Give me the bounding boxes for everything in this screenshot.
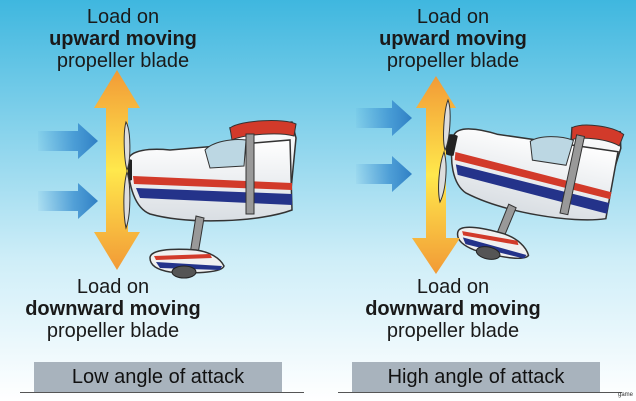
wind-arrow-icon bbox=[38, 123, 98, 159]
panel-low-angle bbox=[38, 70, 297, 279]
propeller-icon bbox=[438, 98, 451, 204]
label-line: propeller blade bbox=[386, 320, 520, 342]
label-line: Load on bbox=[86, 6, 160, 28]
wind-arrow-icon bbox=[38, 183, 98, 219]
label-line: Load on bbox=[416, 6, 490, 28]
airplane-illustration bbox=[112, 120, 297, 279]
propeller-icon bbox=[123, 120, 131, 230]
panel-high-angle bbox=[356, 76, 625, 274]
label-line-bold: upward moving bbox=[379, 28, 527, 50]
wind-arrow-icon bbox=[356, 100, 412, 136]
label-line: Load on bbox=[416, 276, 490, 298]
label-line: propeller blade bbox=[56, 50, 190, 72]
load-arrow-icon bbox=[412, 76, 460, 274]
label-line: propeller blade bbox=[46, 320, 180, 342]
label-line: propeller blade bbox=[386, 50, 520, 72]
bottom-label-right: Load on downward moving propeller blade bbox=[348, 276, 558, 342]
bottom-label-left: Load on downward moving propeller blade bbox=[8, 276, 218, 342]
load-arrow-icon bbox=[94, 70, 140, 270]
label-line-bold: downward moving bbox=[365, 298, 541, 320]
caption-underline bbox=[20, 392, 304, 393]
caption-underline bbox=[338, 392, 622, 393]
caption-low-angle: Low angle of attack bbox=[34, 362, 282, 392]
caption-high-angle: High angle of attack bbox=[352, 362, 600, 392]
top-label-right: Load on upward moving propeller blade bbox=[348, 6, 558, 72]
credit-text: game bbox=[617, 392, 633, 398]
label-line-bold: downward moving bbox=[25, 298, 201, 320]
top-label-left: Load on upward moving propeller blade bbox=[18, 6, 228, 72]
label-line: Load on bbox=[76, 276, 150, 298]
airplane-illustration bbox=[436, 124, 625, 260]
wind-arrow-icon bbox=[356, 156, 412, 192]
label-line-bold: upward moving bbox=[49, 28, 197, 50]
